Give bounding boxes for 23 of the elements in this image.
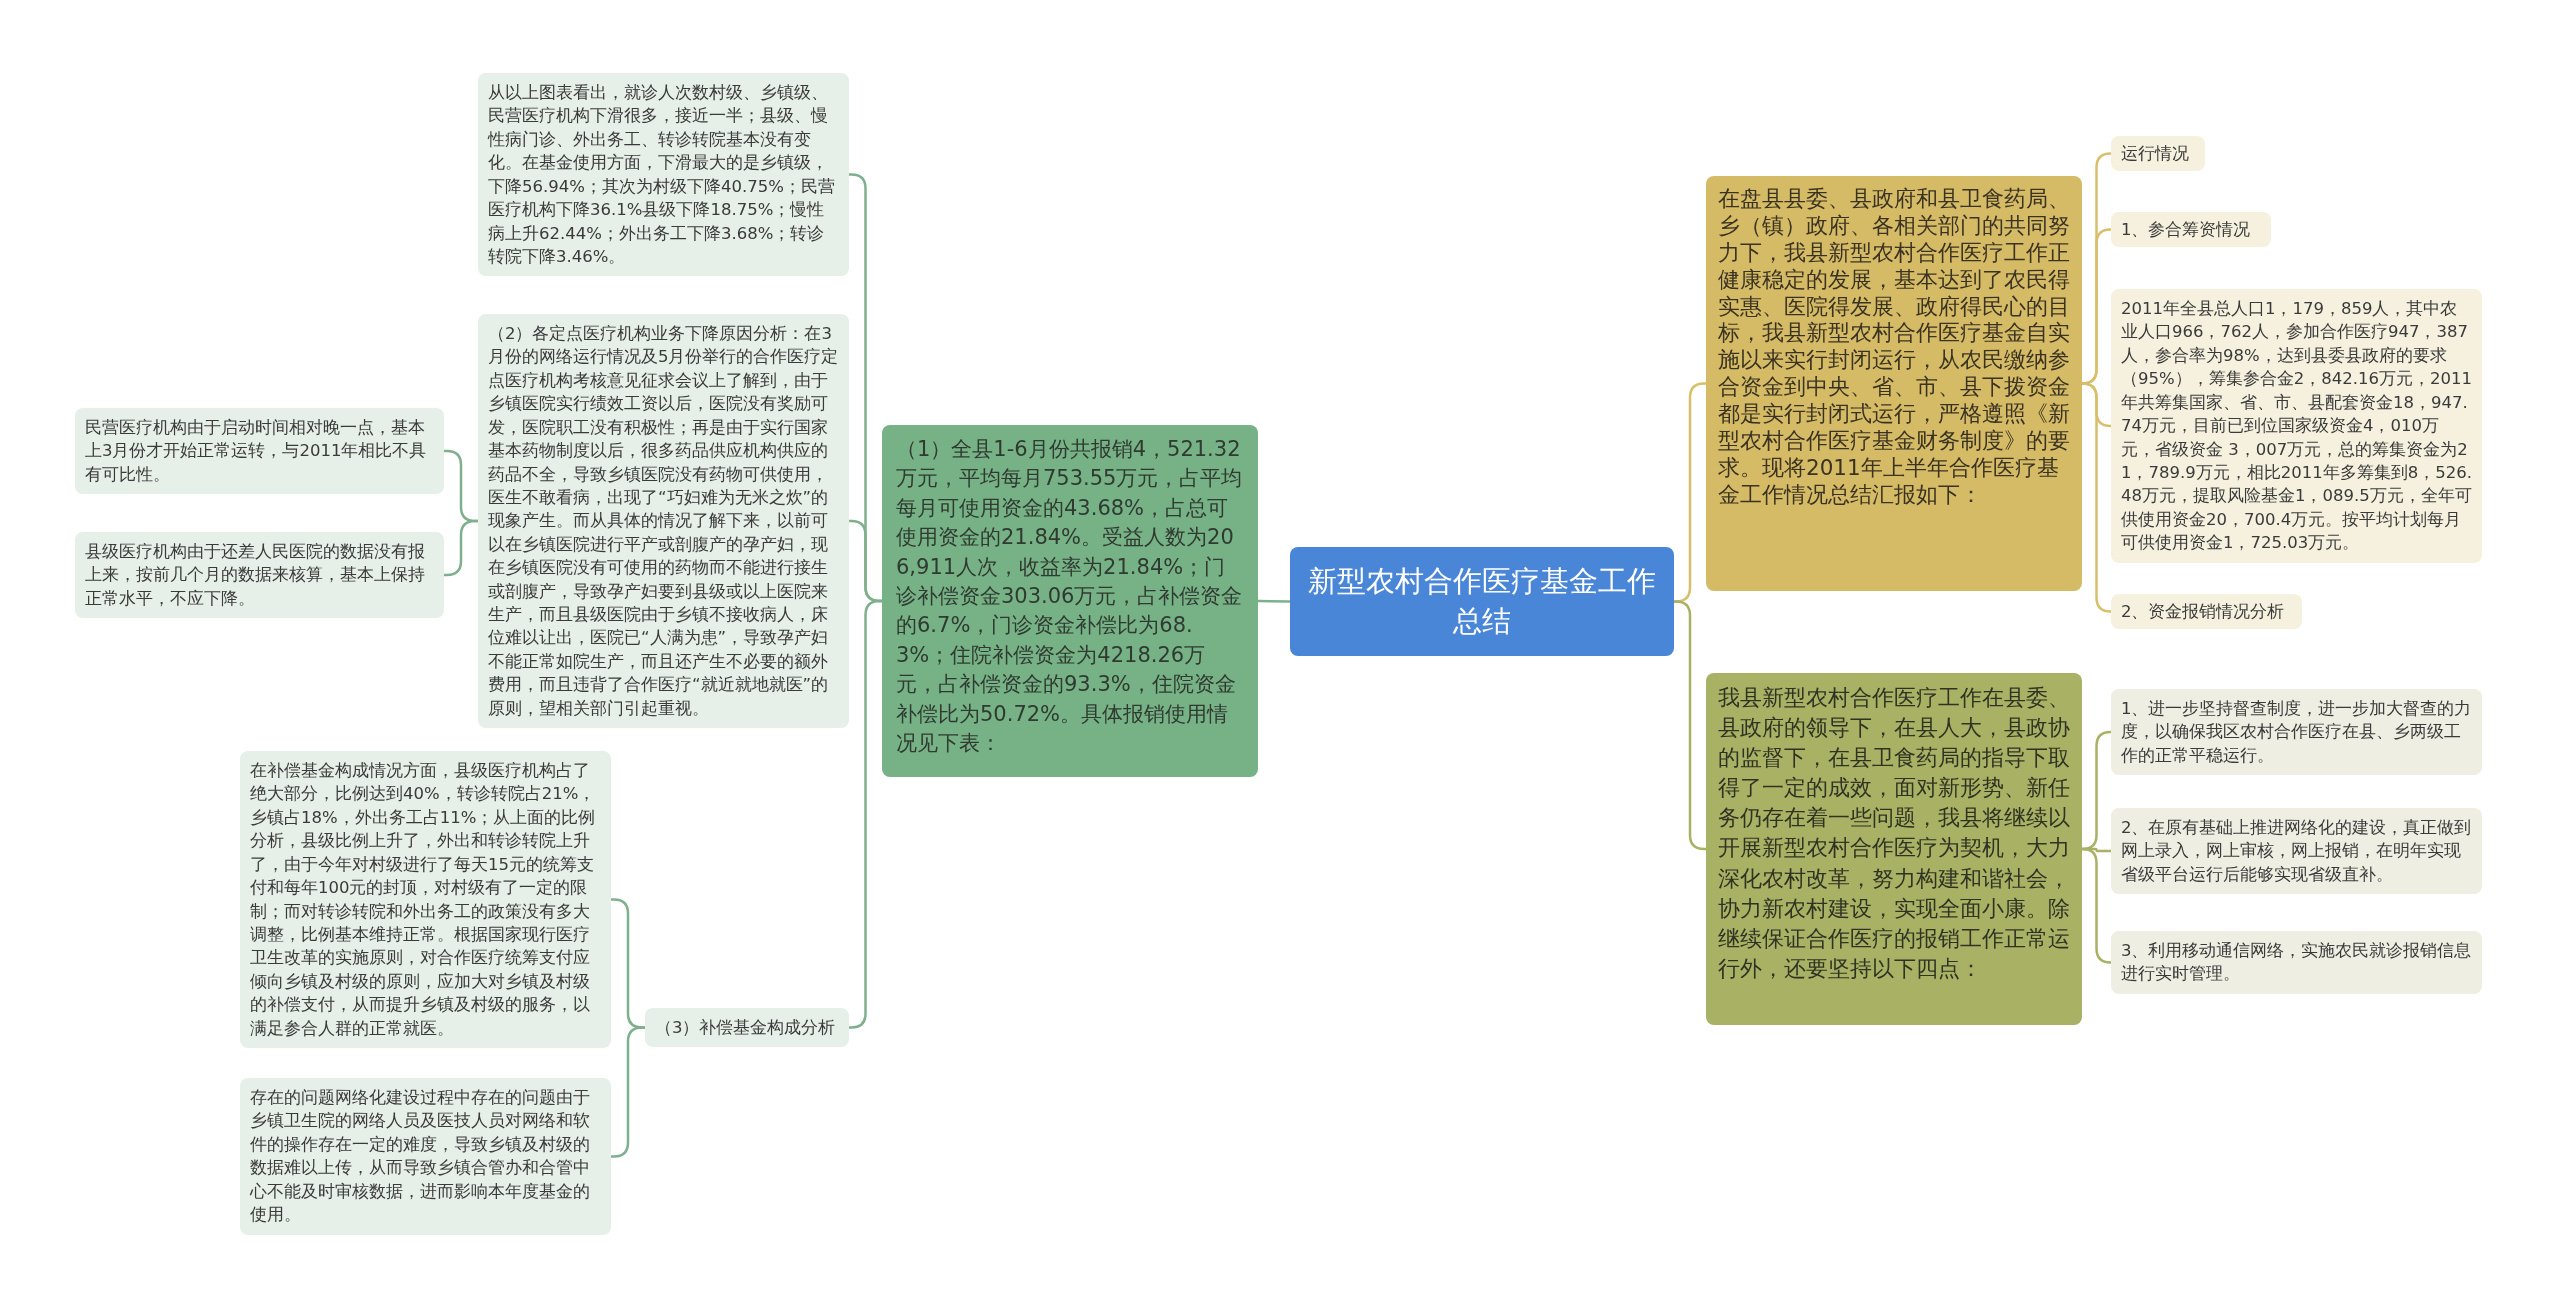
text-box: 2、在原有基础上推进网络化的建设，真正做到网上录入，网上审核，网上报销，在明年实现省级平台运行后能够实现省级直补。 — [2111, 808, 2482, 895]
connector-line — [1257, 599, 1291, 603]
text-box: 民营医疗机构由于启动时间相对晚一点，基本上3月份才开始正常运转，与2011年相比不具有可比性。 — [75, 408, 444, 495]
text-box: 1、参合筹资情况 — [2111, 212, 2271, 248]
text-box: 2011年全县总人口1，179，859人，其中农业人口966，762人，参加合作医疗947，387人，参合率为98%，达到县委县政府的要求（95%），筹集参合金2，842.16万元，2011年共筹集国家、省、市、县配套资金18，947.74万元，目前已到位国家级资金4，010万元，省级资金 3，007万元，总的筹集资金为21，789.9万元，相比2011年多筹集到8，526.48万元，提取风险基金1，089.5万元，全年可供使用资金20，700.4万元。按平均计划每月可供使用资金1，725.03万元。 — [2111, 289, 2482, 563]
connector-line — [611, 1026, 645, 1158]
branch-box: 我县新型农村合作医疗工作在县委、县政府的领导下，在县人大，县政协的监督下，在县卫食药局的指导下取得了一定的成效，面对新形势、新任务仍存在着一些问题，我县将继续以开展新型农村合作医疗为契机，大力深化农村改革，努力构建和谐社会，协力新农村建设，实现全面小康。除继续保证合作医疗的报销工作正常运行外，还要坚持以下四点： — [1706, 673, 2082, 1025]
text-box: 2、资金报销情况分析 — [2111, 594, 2302, 630]
connector-line — [1674, 600, 1706, 851]
topic-box: 新型农村合作医疗基金工作总结 — [1290, 547, 1674, 656]
text-box: 3、利用移动通信网络，实施农民就诊报销信息进行实时管理。 — [2111, 931, 2482, 994]
text-box: （2）各定点医疗机构业务下降原因分析：在3月份的网络运行情况及5月份举行的合作医疗定点医疗机构考核意见征求会议上了解到，由于乡镇医院实行绩效工资以后，医院没有奖励可发，医院职工没有积极性；再是由于实行国家基本药物制度以后，很多药品供应机构供应的药品不全，导致乡镇医院没有药物可供使用，医生不敢看病，出现了“巧妇难为无米之炊”的现象产生。而从具体的情况了解下来，以前可以在乡镇医院进行平产或剖腹产的孕产妇，现在乡镇医院没有可使用的药物而不能进行接生或剖腹产，导致孕产妇要到县级或以上医院来生产，而且县级医院由于乡镇不接收病人，床位难以让出，医院已“人满为患”，导致孕产妇不能正常如院生产，而且还产生不必要的额外费用，而且违背了合作医疗“就近就地就医”的原则，望相关部门引起重视。 — [478, 314, 849, 729]
text-box: 在补偿基金构成情况方面，县级医疗机构占了绝大部分，比例达到40%，转诊转院占21%，乡镇占18%，外出务工占11%；从上面的比例分析，县级比例上升了，外出和转诊转院上升了，由于今年对村级进行了每天15元的统筹支付和每年100元的封顶，对村级有了一定的限制；而对转诊转院和外出务工的政策没有多大调整，比例基本维持正常。根据国家现行医疗卫生改革的实施原则，对合作医疗统筹支付应倾向乡镇及村级的原则，应加大对乡镇及村级的补偿支付，从而提升乡镇及村级的服务，以满足参合人群的正常就医。 — [240, 751, 611, 1049]
text-box: 存在的问题网络化建设过程中存在的问题由于乡镇卫生院的网络人员及医技人员对网络和软件的操作存在一定的难度，导致乡镇及村级的数据难以上传，从而导致乡镇合管办和合管中心不能及时审核数据，进而影响本年度基金的使用。 — [240, 1078, 611, 1235]
connector-line — [2081, 847, 2112, 964]
text-box: 1、进一步坚持督查制度，进一步加大督查的力度，以确保我区农村合作医疗在县、乡两级工作的正常平稳运行。 — [2111, 689, 2482, 776]
connector-line — [444, 519, 478, 577]
branch-box: 在盘县县委、县政府和县卫食药局、乡（镇）政府、各相关部门的共同努力下，我县新型农村合作医疗工作正健康稳定的发展，基本达到了农民得实惠、医院得发展、政府得民心的目标，我县新型农村合作医疗基金自实施以来实行封闭运行，从农民缴纳参合资金到中央、省、市、县下拨资金都是实行封闭式运行，严格遵照《新型农村合作医疗基金财务制度》的要求。现将2011年上半年合作医疗基金工作情况总结汇报如下： — [1706, 176, 2082, 591]
branch-box: （1）全县1-6月份共报销4，521.32万元，平均每月753.55万元，占平均每月可使用资金的43.68%，占总可使用资金的21.84%。受益人数为206,911人次，收益率为21.84%；门诊补偿资金303.06万元，占补偿资金的6.7%，门诊资金补偿比为68.3%；住院补偿资金为4218.26万元，占补偿资金的93.3%，住院资金补偿比为50.72%。具体报销使用情况见下表： — [882, 425, 1258, 777]
text-box: 运行情况 — [2111, 136, 2205, 172]
text-box: 县级医疗机构由于还差人民医院的数据没有报上来，按前几个月的数据来核算，基本上保持正常水平，不应下降。 — [75, 532, 444, 619]
text-box: （3）补偿基金构成分析 — [645, 1008, 849, 1048]
text-box: 从以上图表看出，就诊人次数村级、乡镇级、民营医疗机构下滑很多，接近一半；县级、慢性病门诊、外出务工、转诊转院基本没有变化。在基金使用方面，下滑最大的是乡镇级，下降56.94%；其次为村级下降40.75%；民营医疗机构下降36.1%县级下降18.75%；慢性病上升62.44%；外出务工下降3.68%；转诊转院下降3.46%。 — [478, 73, 849, 277]
